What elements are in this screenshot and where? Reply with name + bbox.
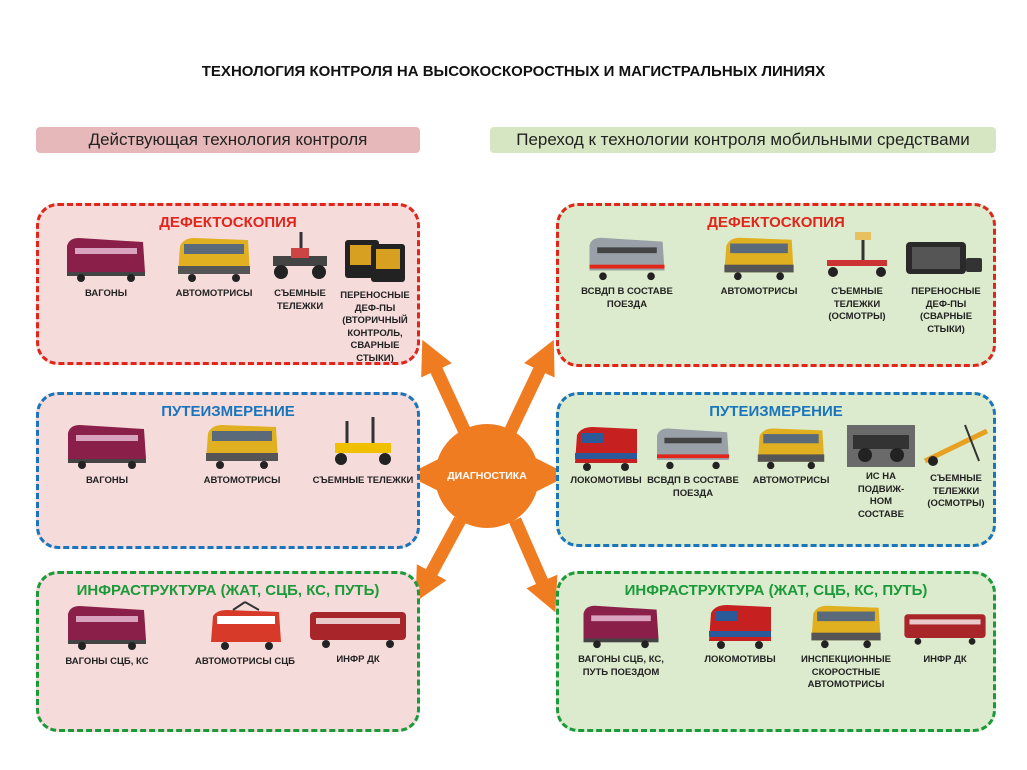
item-label: ИНСПЕКЦИОННЫЕ СКОРОСТНЫЕ АВТОМОТРИСЫ: [800, 654, 892, 690]
passenger-car-icon: [67, 238, 145, 282]
item-label: АВТОМОТРИСЫ: [203, 475, 281, 486]
item-label: ИНФР ДК: [923, 654, 967, 665]
item-wagon: ВАГОНЫ СЦБ, КС: [57, 600, 157, 669]
bogie-sensor-icon: [847, 425, 915, 467]
page-title: ТЕХНОЛОГИЯ КОНТРОЛЯ НА ВЫСОКОСКОРОСТНЫХ …: [201, 63, 826, 80]
item-inspection-railcar: ИНСПЕКЦИОННЫЕ СКОРОСТНЫЕ АВТОМОТРИСЫ: [791, 600, 901, 692]
panel-title: ИНФРАСТРУКТУРА (ЖАТ, СЦБ, КС, ПУТЬ): [76, 582, 380, 599]
left-track-measurement-panel: ПУТЕИЗМЕРЕНИЕ ВАГОНЫ АВТОМОТРИСЫ СЪЕМНЫЕ…: [36, 392, 420, 549]
item-vsvdp: ВСВДП В СОСТАВЕ ПОЕЗДА: [577, 232, 677, 311]
item-infra-dk: ИНФР ДК: [303, 604, 413, 667]
panel-title: ПУТЕИЗМЕРЕНИЕ: [161, 403, 295, 420]
railcar-icon: [724, 237, 794, 281]
passenger-car-icon: [68, 425, 146, 469]
arrow-to-right-infra: [509, 517, 558, 613]
item-label: АВТОМОТРИСЫ: [175, 288, 253, 299]
item-label: ПЕРЕНОСНЫЕ ДЕФ-ПЫ (ВТОРИЧНЫЙ КОНТРОЛЬ, С…: [340, 290, 410, 364]
item-label: ВСВДП В СОСТАВЕ ПОЕЗДА: [581, 286, 673, 310]
item-label: АВТОМОТРИСЫ: [720, 286, 798, 297]
item-onboard-system: ИС НА ПОДВИЖ-НОМ СОСТАВЕ: [845, 425, 917, 521]
item-label: СЪЕМНЫЕ ТЕЛЕЖКИ (ОСМОТРЫ): [828, 286, 886, 322]
item-locomotive: ЛОКОМОТИВЫ: [695, 600, 785, 667]
item-railcar: АВТОМОТРИСЫ СЦБ: [187, 600, 303, 669]
item-label: ВАГОНЫ СЦБ, КС, ПУТЬ ПОЕЗДОМ: [578, 654, 664, 678]
item-label: АВТОМОТРИСЫ СЦБ: [194, 656, 295, 667]
flaw-detector-icon: [345, 240, 405, 282]
right-track-measurement-panel: ПУТЕИЗМЕРЕНИЕ ЛОКОМОТИВЫ ВСВДП В СОСТАВЕ…: [556, 392, 996, 547]
railcar-icon: [811, 605, 881, 649]
measuring-trolley-icon: [335, 417, 391, 465]
rail-trolley-icon: [273, 232, 327, 279]
item-wagon: ВАГОНЫ: [57, 419, 157, 488]
railcar-icon: [757, 428, 825, 470]
item-railcar: АВТОМОТРИСЫ: [197, 419, 287, 488]
panel-title: ДЕФЕКТОСКОПИЯ: [707, 214, 845, 231]
passenger-car-icon: [657, 428, 729, 470]
passenger-car-icon: [68, 606, 146, 650]
panel-title: ДЕФЕКТОСКОПИЯ: [159, 214, 297, 231]
locomotive-icon: [575, 427, 637, 471]
catenary-railcar-icon: [211, 601, 281, 650]
right-defectoscopy-panel: ДЕФЕКТОСКОПИЯ ВСВДП В СОСТАВЕ ПОЕЗДА АВТ…: [556, 203, 996, 367]
item-wagon: ВАГОНЫ СЦБ, КС, ПУТЬ ПОЕЗДОМ: [571, 600, 671, 679]
item-locomotive: ЛОКОМОТИВЫ: [563, 423, 649, 488]
mobile-technology-header: Переход к технологии контроля мобильными…: [490, 127, 996, 153]
item-label: СЪЕМНЫЕ ТЕЛЕЖКИ: [274, 288, 326, 312]
current-technology-header: Действующая технология контроля: [36, 127, 420, 153]
item-portable-detector: ПЕРЕНОСНЫЕ ДЕФ-ПЫ (СВАРНЫЕ СТЫКИ): [903, 232, 989, 336]
item-railcar: АВТОМОТРИСЫ: [169, 232, 259, 301]
item-label: СЪЕМНЫЕ ТЕЛЕЖКИ (ОСМОТРЫ): [927, 473, 985, 509]
item-label: ВАГОНЫ: [84, 288, 128, 299]
rail-trolley-icon: [827, 232, 887, 277]
diagnostics-node: ДИАГНОСТИКА: [435, 424, 539, 528]
left-infrastructure-panel: ИНФРАСТРУКТУРА (ЖАТ, СЦБ, КС, ПУТЬ) ВАГО…: [36, 571, 420, 732]
item-railcar: АВТОМОТРИСЫ: [709, 232, 809, 299]
inspection-car-icon: [310, 612, 406, 648]
item-infra-dk: ИНФР ДК: [899, 604, 991, 667]
item-label: ВАГОНЫ: [85, 475, 129, 486]
item-portable-detector: ПЕРЕНОСНЫЕ ДЕФ-ПЫ (ВТОРИЧНЫЙ КОНТРОЛЬ, С…: [335, 232, 415, 365]
locomotive-icon: [709, 605, 771, 649]
item-vsvdp: ВСВДП В СОСТАВЕ ПОЕЗДА: [645, 423, 741, 500]
item-label: ЛОКОМОТИВЫ: [704, 654, 776, 665]
item-label: ПЕРЕНОСНЫЕ ДЕФ-ПЫ (СВАРНЫЕ СТЫКИ): [911, 286, 981, 335]
arrow-to-right-defect: [504, 339, 555, 435]
item-label: АВТОМОТРИСЫ: [752, 475, 830, 486]
item-label: ИС НА ПОДВИЖ-НОМ СОСТАВЕ: [857, 471, 905, 520]
panel-title: ИНФРАСТРУКТУРА (ЖАТ, СЦБ, КС, ПУТЬ): [624, 582, 928, 599]
item-label: ИНФР ДК: [336, 654, 380, 665]
passenger-car-icon: [589, 237, 665, 281]
item-label: СЪЕМНЫЕ ТЕЛЕЖКИ: [312, 475, 414, 486]
item-wagon: ВАГОНЫ: [61, 232, 151, 301]
item-label: ВСВДП В СОСТАВЕ ПОЕЗДА: [647, 475, 739, 499]
item-label: ВАГОНЫ СЦБ, КС: [65, 656, 149, 667]
measuring-trolley-icon: [923, 424, 989, 466]
item-trolley: СЪЕМНЫЕ ТЕЛЕЖКИ: [311, 413, 415, 488]
right-infrastructure-panel: ИНФРАСТРУКТУРА (ЖАТ, СЦБ, КС, ПУТЬ) ВАГО…: [556, 571, 996, 732]
item-label: ЛОКОМОТИВЫ: [570, 475, 642, 486]
item-trolley: СЪЕМНЫЕ ТЕЛЕЖКИ (ОСМОТРЫ): [815, 228, 899, 324]
passenger-car-icon: [583, 605, 659, 649]
flaw-detector-icon: [906, 242, 982, 274]
arrow-to-left-defect: [421, 339, 471, 435]
railcar-icon: [178, 238, 250, 282]
item-trolley: СЪЕМНЫЕ ТЕЛЕЖКИ (ОСМОТРЫ): [919, 421, 993, 511]
railcar-icon: [206, 425, 278, 469]
left-defectoscopy-panel: ДЕФЕКТОСКОПИЯ ВАГОНЫ АВТОМОТРИСЫ СЪЕМНЫЕ…: [36, 203, 420, 365]
arrow-to-left-infra: [415, 516, 466, 602]
item-trolley: СЪЕМНЫЕ ТЕЛЕЖКИ: [265, 226, 335, 313]
panel-title: ПУТЕИЗМЕРЕНИЕ: [709, 403, 843, 420]
item-railcar: АВТОМОТРИСЫ: [743, 423, 839, 488]
inspection-car-icon: [904, 614, 986, 645]
